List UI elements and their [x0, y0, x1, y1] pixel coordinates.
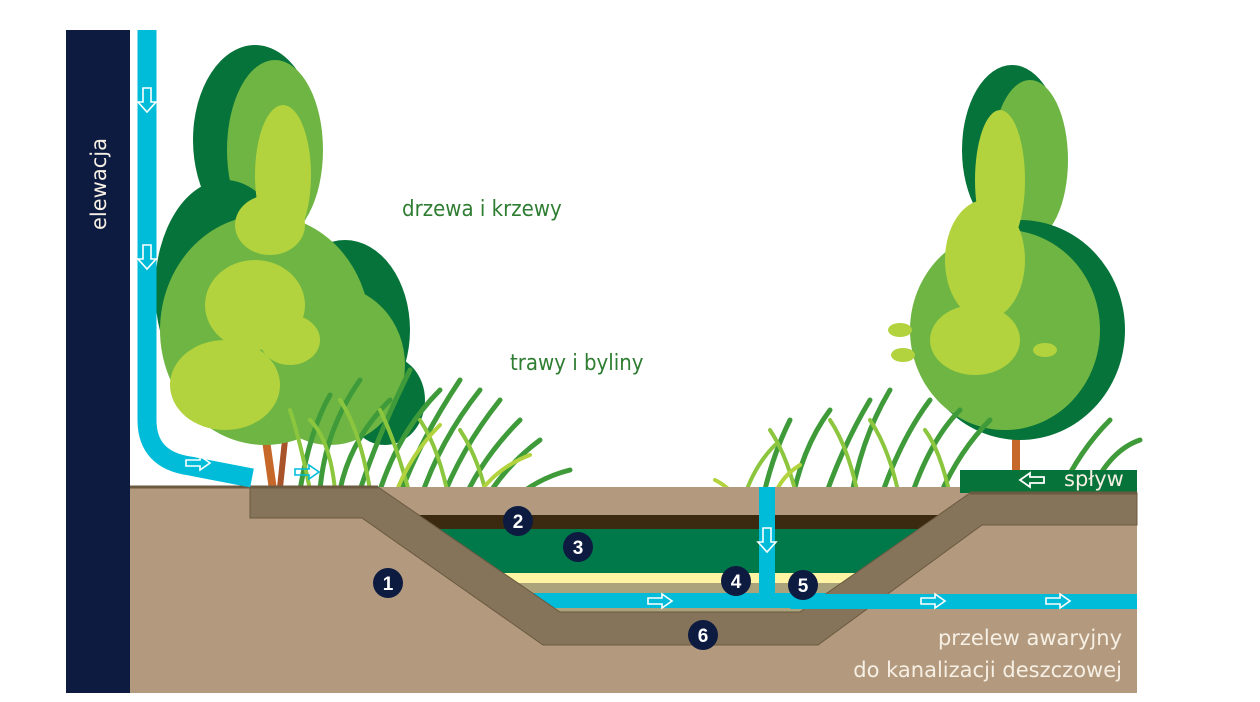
overflow-label-line1: przelew awaryjny	[938, 626, 1122, 650]
building-wall	[66, 30, 130, 693]
overflow-label-line2: do kanalizacji deszczowej	[853, 658, 1122, 682]
overflow-riser-pipe	[759, 487, 775, 600]
marker-number: 4	[731, 572, 742, 593]
right-tree	[888, 65, 1125, 470]
sand-layer	[378, 573, 970, 583]
marker-6: 6	[688, 620, 718, 650]
marker-number: 2	[513, 512, 524, 533]
marker-number: 5	[798, 576, 809, 597]
grasses-label: trawy i byliny	[510, 351, 644, 376]
marker-1: 1	[373, 568, 403, 598]
compacted-soil-band	[249, 486, 1138, 646]
trees-label: drzewa i krzewy	[402, 197, 562, 222]
runoff-label: spływ	[1064, 467, 1124, 491]
wall-label: elewacja	[87, 138, 111, 230]
marker-number: 3	[573, 538, 584, 559]
gravel-layer	[378, 583, 970, 593]
marker-4: 4	[721, 566, 751, 596]
marker-2: 2	[503, 506, 533, 536]
marker-number: 6	[698, 626, 709, 647]
arrow-right-icon	[294, 463, 321, 481]
surface-grass-right	[960, 470, 1137, 493]
marker-5: 5	[788, 570, 818, 600]
overflow-outlet-pipe	[840, 594, 1137, 609]
marker-number: 1	[383, 574, 394, 595]
arrow-left-icon	[1018, 471, 1045, 489]
marker-3: 3	[563, 532, 593, 562]
mulch-layer	[378, 515, 970, 529]
